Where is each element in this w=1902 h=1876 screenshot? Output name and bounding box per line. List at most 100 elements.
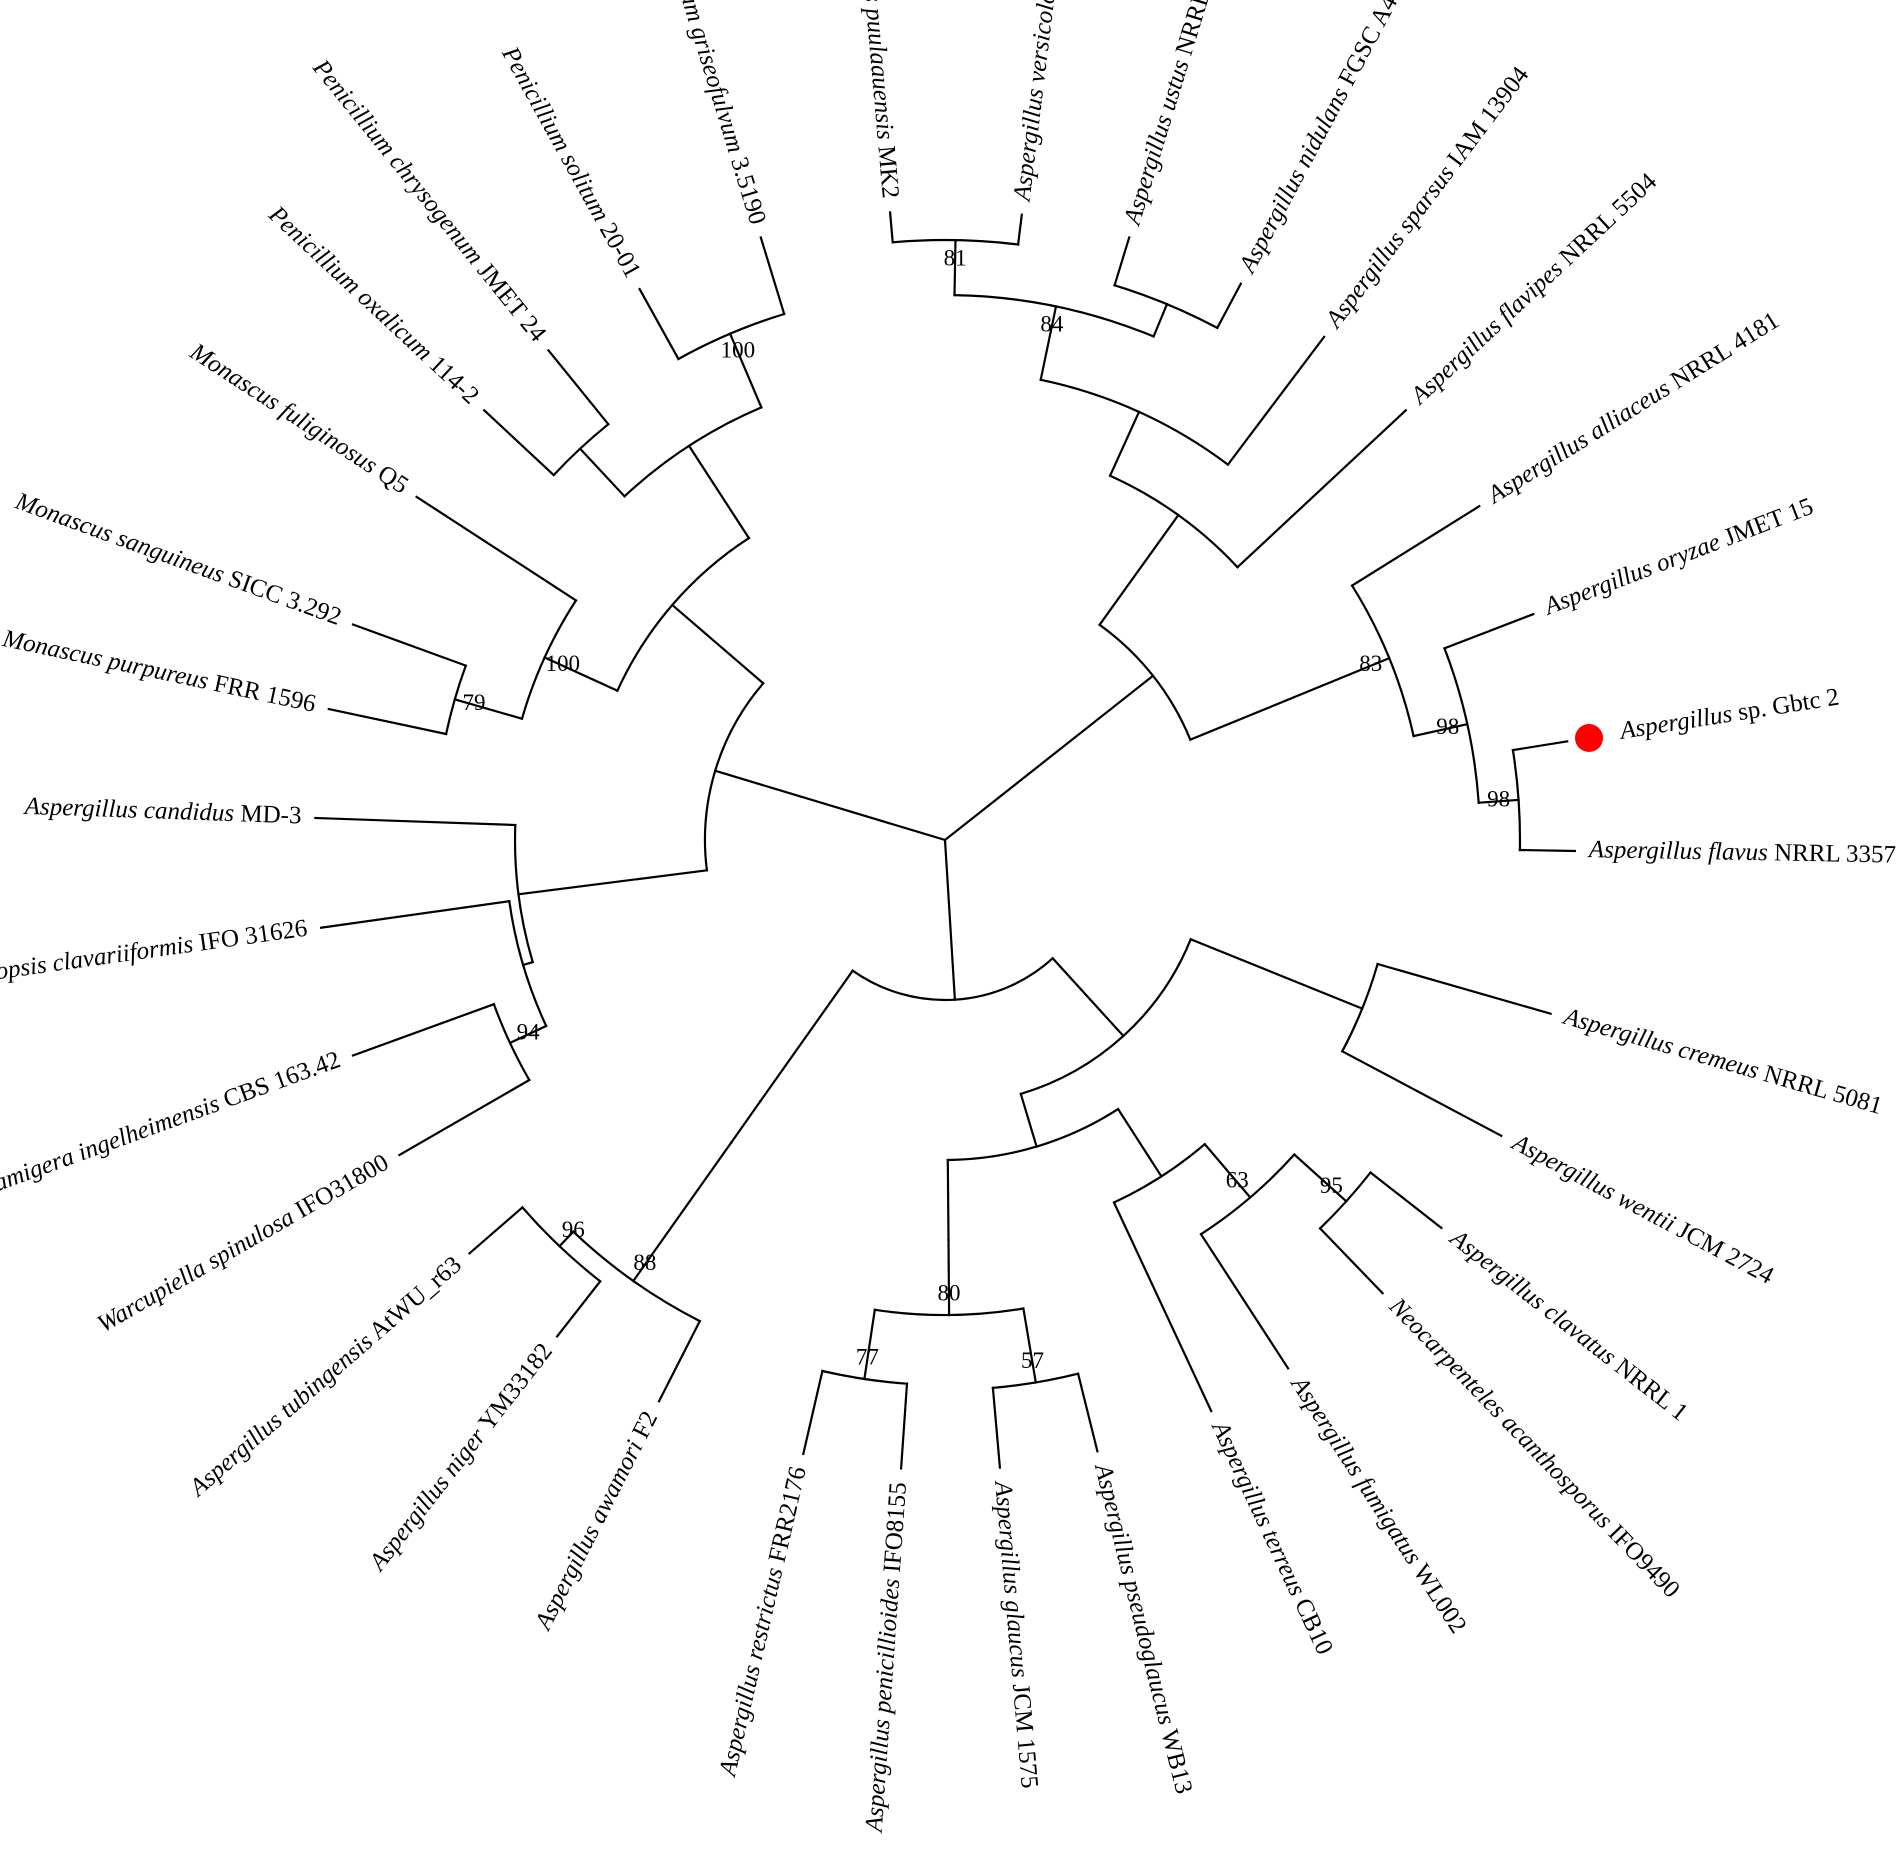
taxon-binomial: Aspergillus alliaceus: [1481, 375, 1675, 510]
taxon-binomial: Aspergillus awamori: [529, 1436, 648, 1636]
taxon-strain: IFO8155: [878, 1481, 912, 1579]
taxon-strain: NRRL 275: [1169, 0, 1229, 64]
taxon-binomial: Aspergillus flavus: [1587, 836, 1768, 866]
bootstrap-value-u-w: 88: [633, 1250, 656, 1275]
taxon-strain: IFO31800: [285, 1149, 393, 1227]
branch-edge-61: [687, 444, 751, 540]
branch-edge-60: [415, 495, 578, 602]
branch-arc: [703, 681, 765, 872]
branch-edge-55: [670, 603, 765, 685]
bootstrap-value-m-n: 95: [1320, 1173, 1343, 1198]
taxon-binomial: Aspergillus tubingensis: [183, 1328, 378, 1503]
branch-arc: [1199, 1152, 1296, 1236]
taxon-strain: CBS 163.42: [214, 1046, 344, 1115]
bootstrap-value-ab-ac: 79: [463, 690, 486, 715]
branch-edge-3: [1039, 305, 1058, 382]
branch-edge-23: [1340, 1049, 1503, 1138]
branch-edge-48: [517, 869, 709, 896]
taxon-label-af: Penicillium chrysogenum JMET 24: [307, 54, 552, 348]
branch-arc: [1511, 748, 1522, 852]
branch-arc: [1350, 584, 1415, 738]
branch-edge-51: [397, 1078, 531, 1157]
bootstrap-value-a-d: 84: [1040, 311, 1064, 336]
taxon-binomial: Aspergillus flavipes: [1404, 255, 1568, 410]
bootstrap-value-g-j: 83: [1359, 651, 1382, 676]
branch-edge-29: [1318, 1226, 1385, 1295]
branch-edge-30: [1199, 1232, 1290, 1370]
taxon-label-aa: Aspergillus candidus MD-3: [22, 793, 302, 830]
branch-edge-44: [557, 1230, 575, 1248]
branch-edge-42: [631, 1140, 734, 1283]
taxon-label-ah: Penicillium griseofulvum 3.5190: [650, 0, 772, 228]
branch-edge-56: [543, 656, 619, 693]
taxon-label-y: Hamigera ingelheimensis CBS 163.42: [0, 1046, 344, 1203]
branch-arc: [622, 405, 763, 498]
branch-arc: [508, 899, 548, 1028]
branch-edge-11: [1235, 408, 1408, 569]
taxon-label-g: Aspergillus alliaceus NRRL 4181: [1481, 307, 1783, 510]
taxon-strain: NRRL 5504: [1550, 167, 1663, 275]
taxon-strain: JCM 2724: [1667, 1213, 1778, 1289]
taxon-strain: WB13: [1154, 1721, 1197, 1796]
bootstrap-value-ag-ah: 100: [721, 337, 756, 362]
taxon-binomial: Aspergillus sparsus: [1319, 160, 1460, 334]
branch-edge-25: [1116, 1107, 1163, 1178]
taxon-label-t: Aspergillus restrictus FRR2176: [714, 1464, 812, 1780]
branch-edge-35: [1076, 1372, 1099, 1453]
branch-edge-13: [1350, 504, 1481, 588]
taxon-label-l: Aspergillus wentii JCM 2724: [1506, 1128, 1778, 1290]
taxon-label-f: Aspergillus flavipes NRRL 5504: [1404, 167, 1662, 410]
branch-edge-21: [1189, 937, 1364, 1011]
branch-arc: [953, 293, 1156, 338]
branch-edge-15: [1443, 612, 1535, 650]
branch-arc: [851, 956, 1055, 1002]
taxon-label-j: Aspergillus flavus NRRL 3357: [1587, 836, 1897, 868]
branch-edge-50: [508, 1024, 548, 1045]
bootstrap-value-s-t: 77: [856, 1344, 879, 1369]
branch-edge-24: [1019, 1092, 1038, 1148]
taxon-label-v: Aspergillus niger YM33182: [363, 1338, 558, 1577]
taxon-strain: 3.5190: [724, 148, 772, 228]
taxon-binomial: Aspergillus nidulans: [1233, 83, 1354, 279]
taxon-binomial: Aspergillus candidus: [22, 793, 234, 827]
branch-edge-27: [1292, 1152, 1348, 1203]
branch-edge-65: [728, 332, 763, 409]
taxon-binomial: Penicillium oxalicum: [263, 200, 438, 366]
branch-edge-53: [319, 899, 511, 929]
taxon-binomial: Aspergillus terreus: [1206, 1415, 1311, 1600]
taxon-binomial: Penicilliopsis clavariiformis: [0, 931, 195, 997]
branch-arc: [946, 1107, 1120, 1162]
taxon-binomial: Hamigera ingelheimensis: [0, 1090, 223, 1203]
branch-edge-8: [1113, 236, 1131, 287]
taxon-strain: MD-3: [234, 800, 302, 829]
taxon-strain: NRRL 4181: [1661, 307, 1784, 398]
taxon-label-x: Warcupiella spinulosa IFO31800: [93, 1149, 394, 1338]
tree-branches: [314, 211, 1577, 1470]
taxon-label-d: Aspergillus nidulans FGSC A4: [1233, 0, 1403, 279]
taxon-strain: CB10: [1286, 1589, 1338, 1659]
branch-edge-19: [943, 838, 957, 1001]
taxon-binomial: Penicillium chrysogenum: [307, 54, 489, 270]
branch-edge-59: [351, 623, 468, 668]
taxon-label-ag: Penicillium solitum 20-01: [496, 41, 646, 282]
taxon-label-b: Aspergillus versicolor NRRL 238: [1008, 0, 1076, 204]
branch-edge-49: [521, 960, 535, 967]
branch-edge-45: [555, 1279, 602, 1338]
taxon-binomial: Aspergillus oryzae: [1539, 528, 1724, 621]
taxon-strain: IAM 13904: [1438, 61, 1534, 176]
branch-edge-57: [453, 698, 524, 721]
taxon-binomial: Aspergillus cremeus: [1559, 1002, 1762, 1084]
branch-arc: [513, 823, 535, 964]
taxon-binomial: Monascus purpureus: [0, 625, 211, 695]
taxon-strain: FGSC A4: [1330, 0, 1403, 96]
taxon-label-p: Aspergillus terreus CB10: [1206, 1415, 1339, 1658]
taxon-label-ad: Monascus fuliginosus Q5: [184, 338, 413, 500]
branch-edge-12: [1188, 656, 1391, 742]
branch-edge-62: [578, 447, 627, 498]
taxon-strain: JCM 1575: [1007, 1676, 1044, 1789]
branch-edge-58: [327, 707, 448, 736]
taxon-binomial: Aspergillus niger: [363, 1423, 492, 1577]
taxon-strain: 20-01: [591, 213, 646, 283]
